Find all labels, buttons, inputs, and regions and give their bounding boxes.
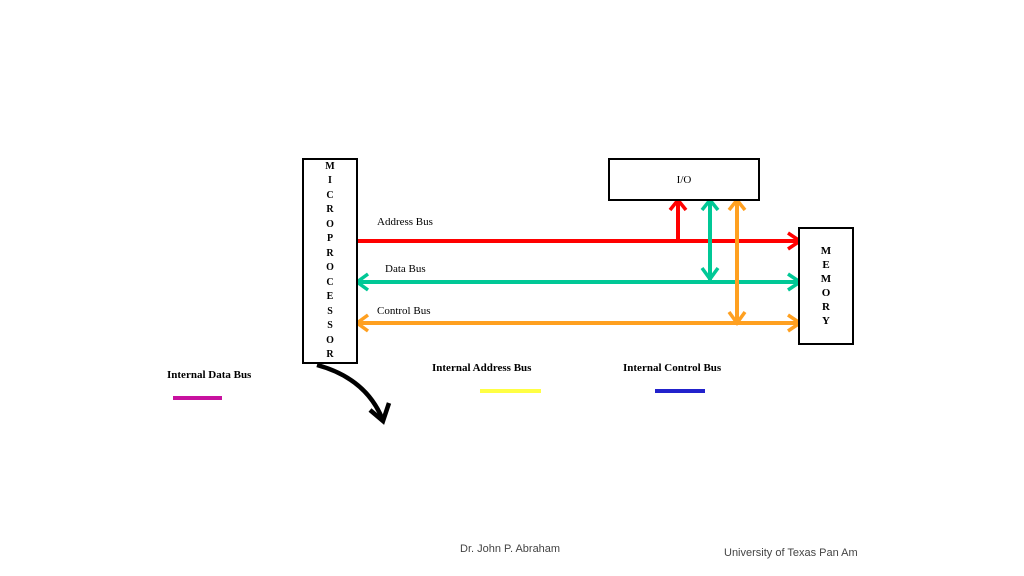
- legend-internal-data-label: Internal Data Bus: [167, 369, 252, 381]
- memory-label-letter: O: [821, 287, 831, 299]
- memory-label-letter: E: [822, 259, 830, 271]
- memory-label-letter: Y: [822, 315, 830, 327]
- microprocessor-label-letter: C: [326, 189, 334, 201]
- microprocessor-label-letter: C: [326, 276, 334, 288]
- io-label: I/O: [676, 173, 692, 186]
- memory-label-letter: M: [820, 273, 832, 285]
- memory-label-letter: R: [822, 301, 830, 313]
- control-bus-label: Control Bus: [377, 305, 431, 317]
- data-bus: [354, 197, 804, 292]
- footer-institution: University of Texas Pan Am: [724, 547, 858, 559]
- microprocessor-label-letter: P: [326, 233, 334, 244]
- address-bus-label: Address Bus: [377, 216, 433, 228]
- address-bus: [358, 197, 804, 251]
- microprocessor-label-letter: M: [325, 160, 335, 172]
- microprocessor-label-letter: O: [326, 334, 334, 346]
- io-block: I/O: [608, 158, 760, 201]
- curved-arrow: [316, 362, 392, 425]
- microprocessor-label-letter: S: [327, 305, 333, 317]
- microprocessor-label-letter: R: [326, 247, 334, 259]
- microprocessor-label-letter: S: [327, 320, 333, 331]
- legend-internal-address-label: Internal Address Bus: [432, 362, 532, 374]
- memory-label-letter: M: [820, 245, 832, 257]
- microprocessor-label-letter: O: [326, 262, 334, 273]
- microprocessor-label-letter: R: [326, 349, 334, 360]
- footer-author: Dr. John P. Abraham: [460, 543, 561, 555]
- microprocessor-label-letter: I: [328, 175, 332, 186]
- legend-internal-control-label: Internal Control Bus: [623, 362, 722, 374]
- data-bus-label: Data Bus: [385, 263, 426, 275]
- microprocessor-label-letter: R: [326, 204, 334, 215]
- microprocessor-label-letter: O: [326, 218, 334, 230]
- microprocessor-label-letter: E: [326, 291, 334, 302]
